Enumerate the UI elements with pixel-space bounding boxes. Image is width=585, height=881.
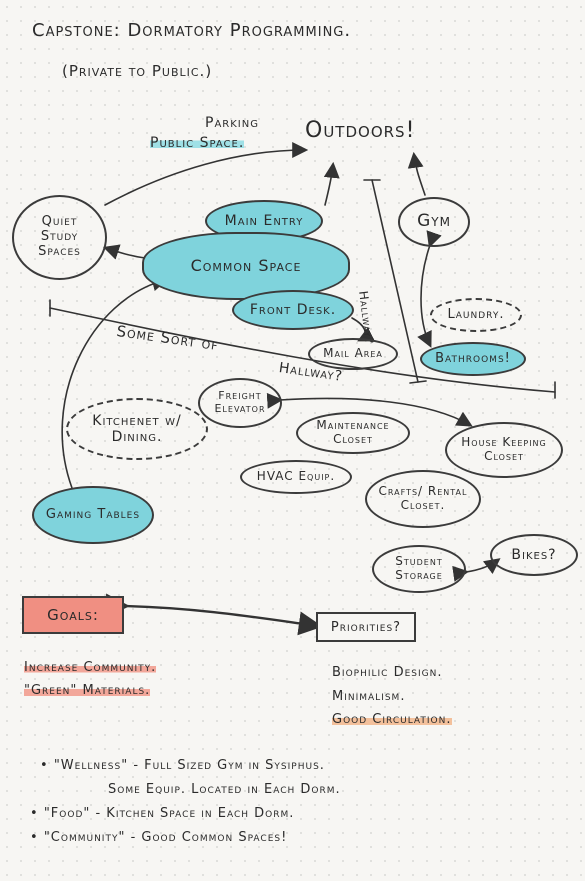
- arrow-study-to-outdoors: [104, 142, 309, 206]
- hallway-vertical-line: [371, 179, 419, 383]
- goal-item-2: "Green" Materials.: [24, 683, 151, 698]
- node-student-storage: Student Storage: [372, 545, 466, 593]
- page-title: Capstone: Dormatory Programming.: [32, 20, 352, 41]
- arrow-gym-bathrooms: [417, 230, 442, 348]
- parking-label: Parking: [205, 115, 259, 131]
- hallway-diagonal-line: [49, 307, 556, 393]
- note-food-text: "Food" - Kitchen Space in Each Dorm.: [43, 806, 295, 821]
- node-gym: Gym: [398, 197, 470, 247]
- node-mail-area: Mail Area: [308, 338, 398, 370]
- node-front-desk: Front Desk.: [232, 290, 354, 330]
- note-food: • "Food" - Kitchen Space in Each Dorm.: [30, 806, 295, 821]
- page-subtitle: (Private to Public.): [62, 62, 213, 80]
- goals-heading: Goals:: [22, 596, 124, 634]
- priority-item-1: Biophilic Design.: [332, 665, 443, 680]
- node-laundry: Laundry.: [430, 298, 522, 332]
- node-housekeeping-closet: House Keeping Closet: [445, 422, 563, 478]
- priorities-heading: Priorities?: [316, 612, 416, 642]
- goal-item-1: Increase Community.: [24, 660, 157, 675]
- node-bathrooms: Bathrooms!: [420, 342, 526, 376]
- arrow-freight-housekeeping: [266, 392, 473, 427]
- node-bikes: Bikes?: [490, 534, 578, 576]
- arrow-gaming-to-common: [61, 275, 169, 489]
- arrow-entry-to-outdoors: [323, 161, 340, 206]
- outdoors-label: Outdoors!: [305, 118, 416, 143]
- note-wellness-line1: • "Wellness" - Full Sized Gym in Sysiphu…: [40, 758, 325, 773]
- arrow-goals-priorities: [105, 593, 323, 636]
- note-community-text: "Community" - Good Common Spaces!: [43, 830, 288, 845]
- node-crafts: Crafts/ Rental Closet.: [365, 470, 481, 528]
- node-gaming-tables: Gaming Tables: [32, 486, 154, 544]
- note-wellness-line1-text: "Wellness" - Full Sized Gym in Sysiphus.: [53, 758, 325, 773]
- public-space-label: Public Space.: [150, 135, 245, 151]
- node-freight-elevator: Freight Elevator: [198, 378, 282, 428]
- node-common-space: Common Space: [142, 232, 350, 300]
- arrow-gym-to-outdoors: [407, 151, 426, 196]
- node-maintenance-closet: Maintenance Closet: [296, 412, 410, 454]
- node-hvac: HVAC Equip.: [240, 460, 352, 494]
- arrow-common-to-study: [102, 244, 146, 260]
- node-kitchenet: Kitchenet w/ Dining.: [66, 398, 208, 460]
- priority-item-2: Minimalism.: [332, 689, 406, 704]
- note-community: • "Community" - Good Common Spaces!: [30, 830, 288, 845]
- priority-item-3: Good Circulation.: [332, 712, 452, 727]
- note-wellness-line2: Some Equip. Located in Each Dorm.: [108, 782, 341, 797]
- node-quiet-study: Quiet Study Spaces: [12, 195, 107, 280]
